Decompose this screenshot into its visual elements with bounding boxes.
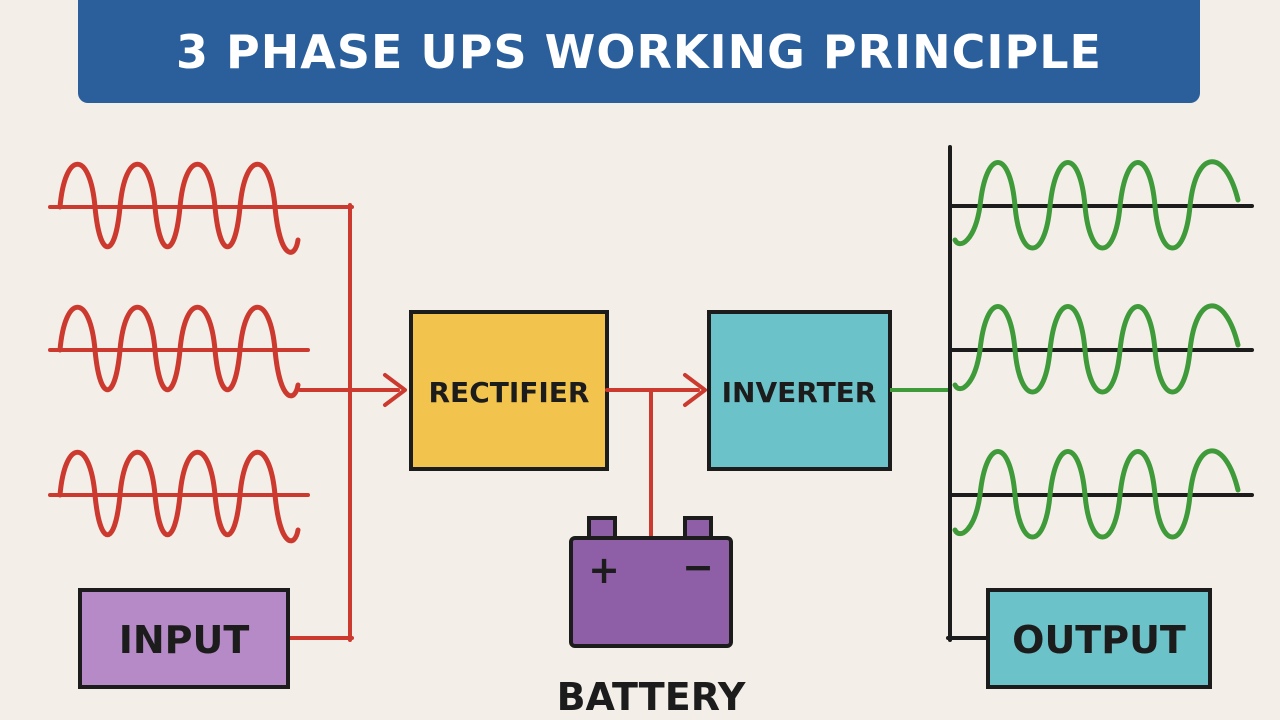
input-to-rectifier-arrowhead — [383, 373, 407, 407]
rectifier-label: RECTIFIER — [429, 376, 590, 409]
rectifier-block: RECTIFIER — [409, 310, 609, 471]
output-phases — [946, 145, 1254, 642]
input-block: INPUT — [78, 588, 290, 689]
battery-plus-sign: + — [588, 548, 620, 592]
rectifier-to-inverter — [605, 373, 707, 540]
battery-label: BATTERY — [557, 675, 746, 719]
input-label: INPUT — [119, 618, 250, 662]
output-block: OUTPUT — [986, 588, 1212, 689]
inverter-block: INVERTER — [707, 310, 892, 471]
output-label: OUTPUT — [1012, 618, 1186, 662]
page-title: 3 PHASE UPS WORKING PRINCIPLE — [176, 24, 1102, 79]
battery-minus-sign: − — [682, 545, 714, 589]
inverter-label: INVERTER — [722, 376, 877, 409]
output-phase-3-wave — [952, 448, 1241, 540]
output-phase-2-wave — [952, 303, 1241, 395]
battery-block: + − BATTERY — [557, 516, 746, 719]
input-phases — [48, 161, 407, 642]
title-banner: 3 PHASE UPS WORKING PRINCIPLE — [78, 0, 1200, 103]
output-phase-1-wave — [952, 159, 1241, 251]
